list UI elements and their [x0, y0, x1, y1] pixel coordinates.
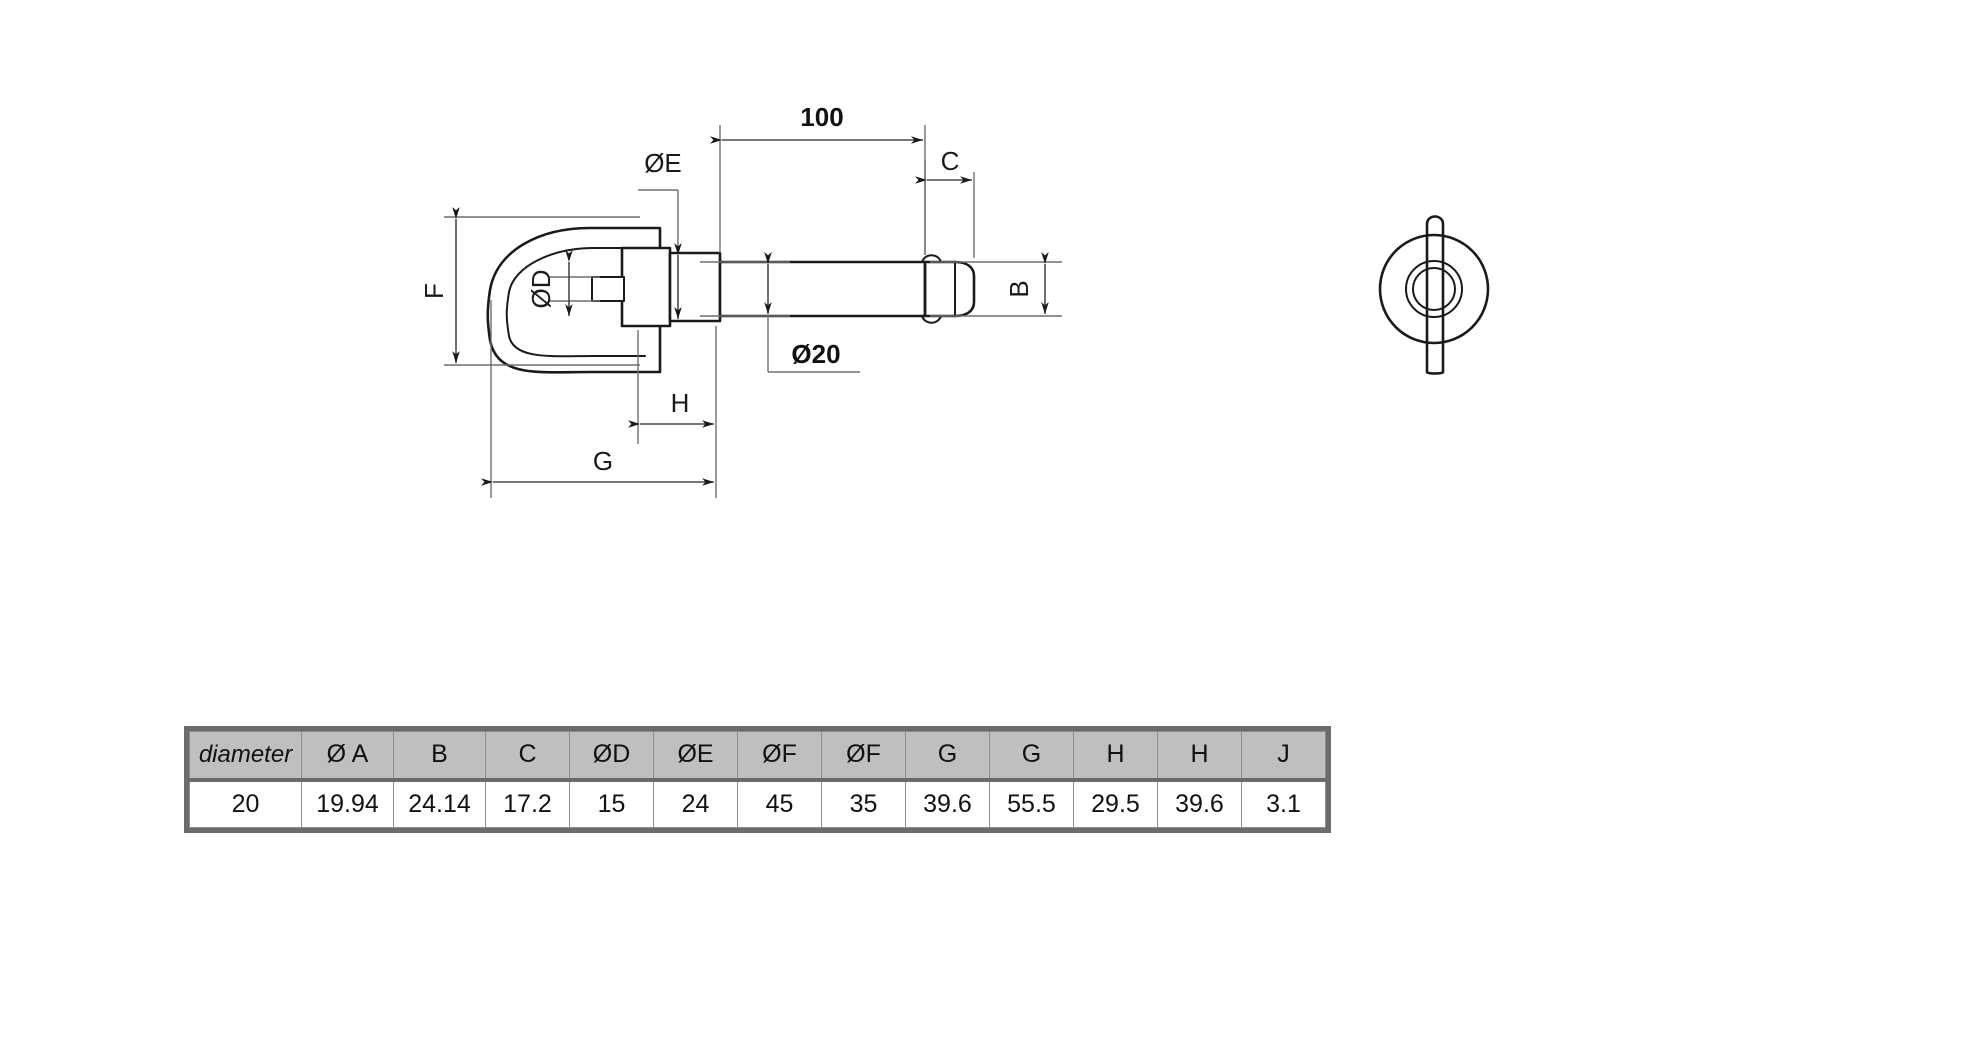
ring-boss — [591, 276, 625, 302]
table-header-row: diameter Ø A B C ØD ØE ØF ØF G G H H J — [189, 731, 1326, 782]
dim-label-G: G — [593, 446, 613, 476]
cell-b: 24.14 — [393, 779, 486, 828]
dimension-collar-E: ØE — [638, 148, 682, 319]
table-header-diameter: diameter — [189, 731, 302, 782]
table-header-e: ØE — [653, 731, 738, 782]
table-header-d: ØD — [569, 731, 654, 782]
table-header-a: Ø A — [301, 731, 394, 782]
cell-g2: 55.5 — [989, 779, 1074, 828]
dim-label-H: H — [671, 388, 690, 418]
dim-label-ring-bore: ØD — [526, 270, 556, 309]
dimension-100: 100 — [710, 102, 926, 255]
dimension-B: B — [930, 252, 1062, 317]
end-view — [1378, 215, 1490, 375]
spec-table: diameter Ø A B C ØD ØE ØF ØF G G H H J — [189, 731, 1326, 828]
cell-c: 17.2 — [485, 779, 570, 828]
cell-f1: 45 — [737, 779, 822, 828]
table-header-h2: H — [1157, 731, 1242, 782]
dimension-F: F — [419, 207, 640, 366]
dimension-H: H — [628, 326, 717, 498]
cell-h2: 39.6 — [1157, 779, 1242, 828]
dim-label-collar-E: ØE — [644, 148, 682, 178]
dim-label-B: B — [1004, 280, 1034, 297]
table-header-c: C — [485, 731, 570, 782]
cell-d: 15 — [569, 779, 654, 828]
dimension-G: G — [481, 300, 714, 498]
dim-label-100: 100 — [800, 102, 843, 132]
cell-diameter: 20 — [189, 779, 302, 828]
main-shaft — [718, 260, 927, 318]
dim-label-shaft-dia: Ø20 — [791, 339, 840, 369]
table-header-j: J — [1241, 731, 1326, 782]
cell-a: 19.94 — [301, 779, 394, 828]
cell-f2: 35 — [821, 779, 906, 828]
table-row: 20 19.94 24.14 17.2 15 24 45 35 39.6 55.… — [189, 779, 1326, 828]
table-header-g2: G — [989, 731, 1074, 782]
cell-j: 3.1 — [1241, 779, 1326, 828]
pin-tip — [921, 254, 976, 324]
table-header-h1: H — [1073, 731, 1158, 782]
dimension-shaft-diameter: Ø20 — [700, 252, 860, 373]
spec-table-container: diameter Ø A B C ØD ØE ØF ØF G G H H J — [184, 726, 1331, 833]
table-header-g1: G — [905, 731, 990, 782]
dimension-ring-bore-D: ØD — [526, 250, 600, 316]
collar-flange — [620, 246, 672, 328]
d-ring-handle — [486, 226, 662, 374]
table-header-f1: ØF — [737, 731, 822, 782]
cell-h1: 29.5 — [1073, 779, 1158, 828]
dimension-C: C — [915, 146, 975, 258]
dim-label-F: F — [419, 283, 449, 299]
table-header-f2: ØF — [821, 731, 906, 782]
dim-label-C: C — [941, 146, 960, 176]
table-header-b: B — [393, 731, 486, 782]
cell-e: 24 — [653, 779, 738, 828]
cell-g1: 39.6 — [905, 779, 990, 828]
